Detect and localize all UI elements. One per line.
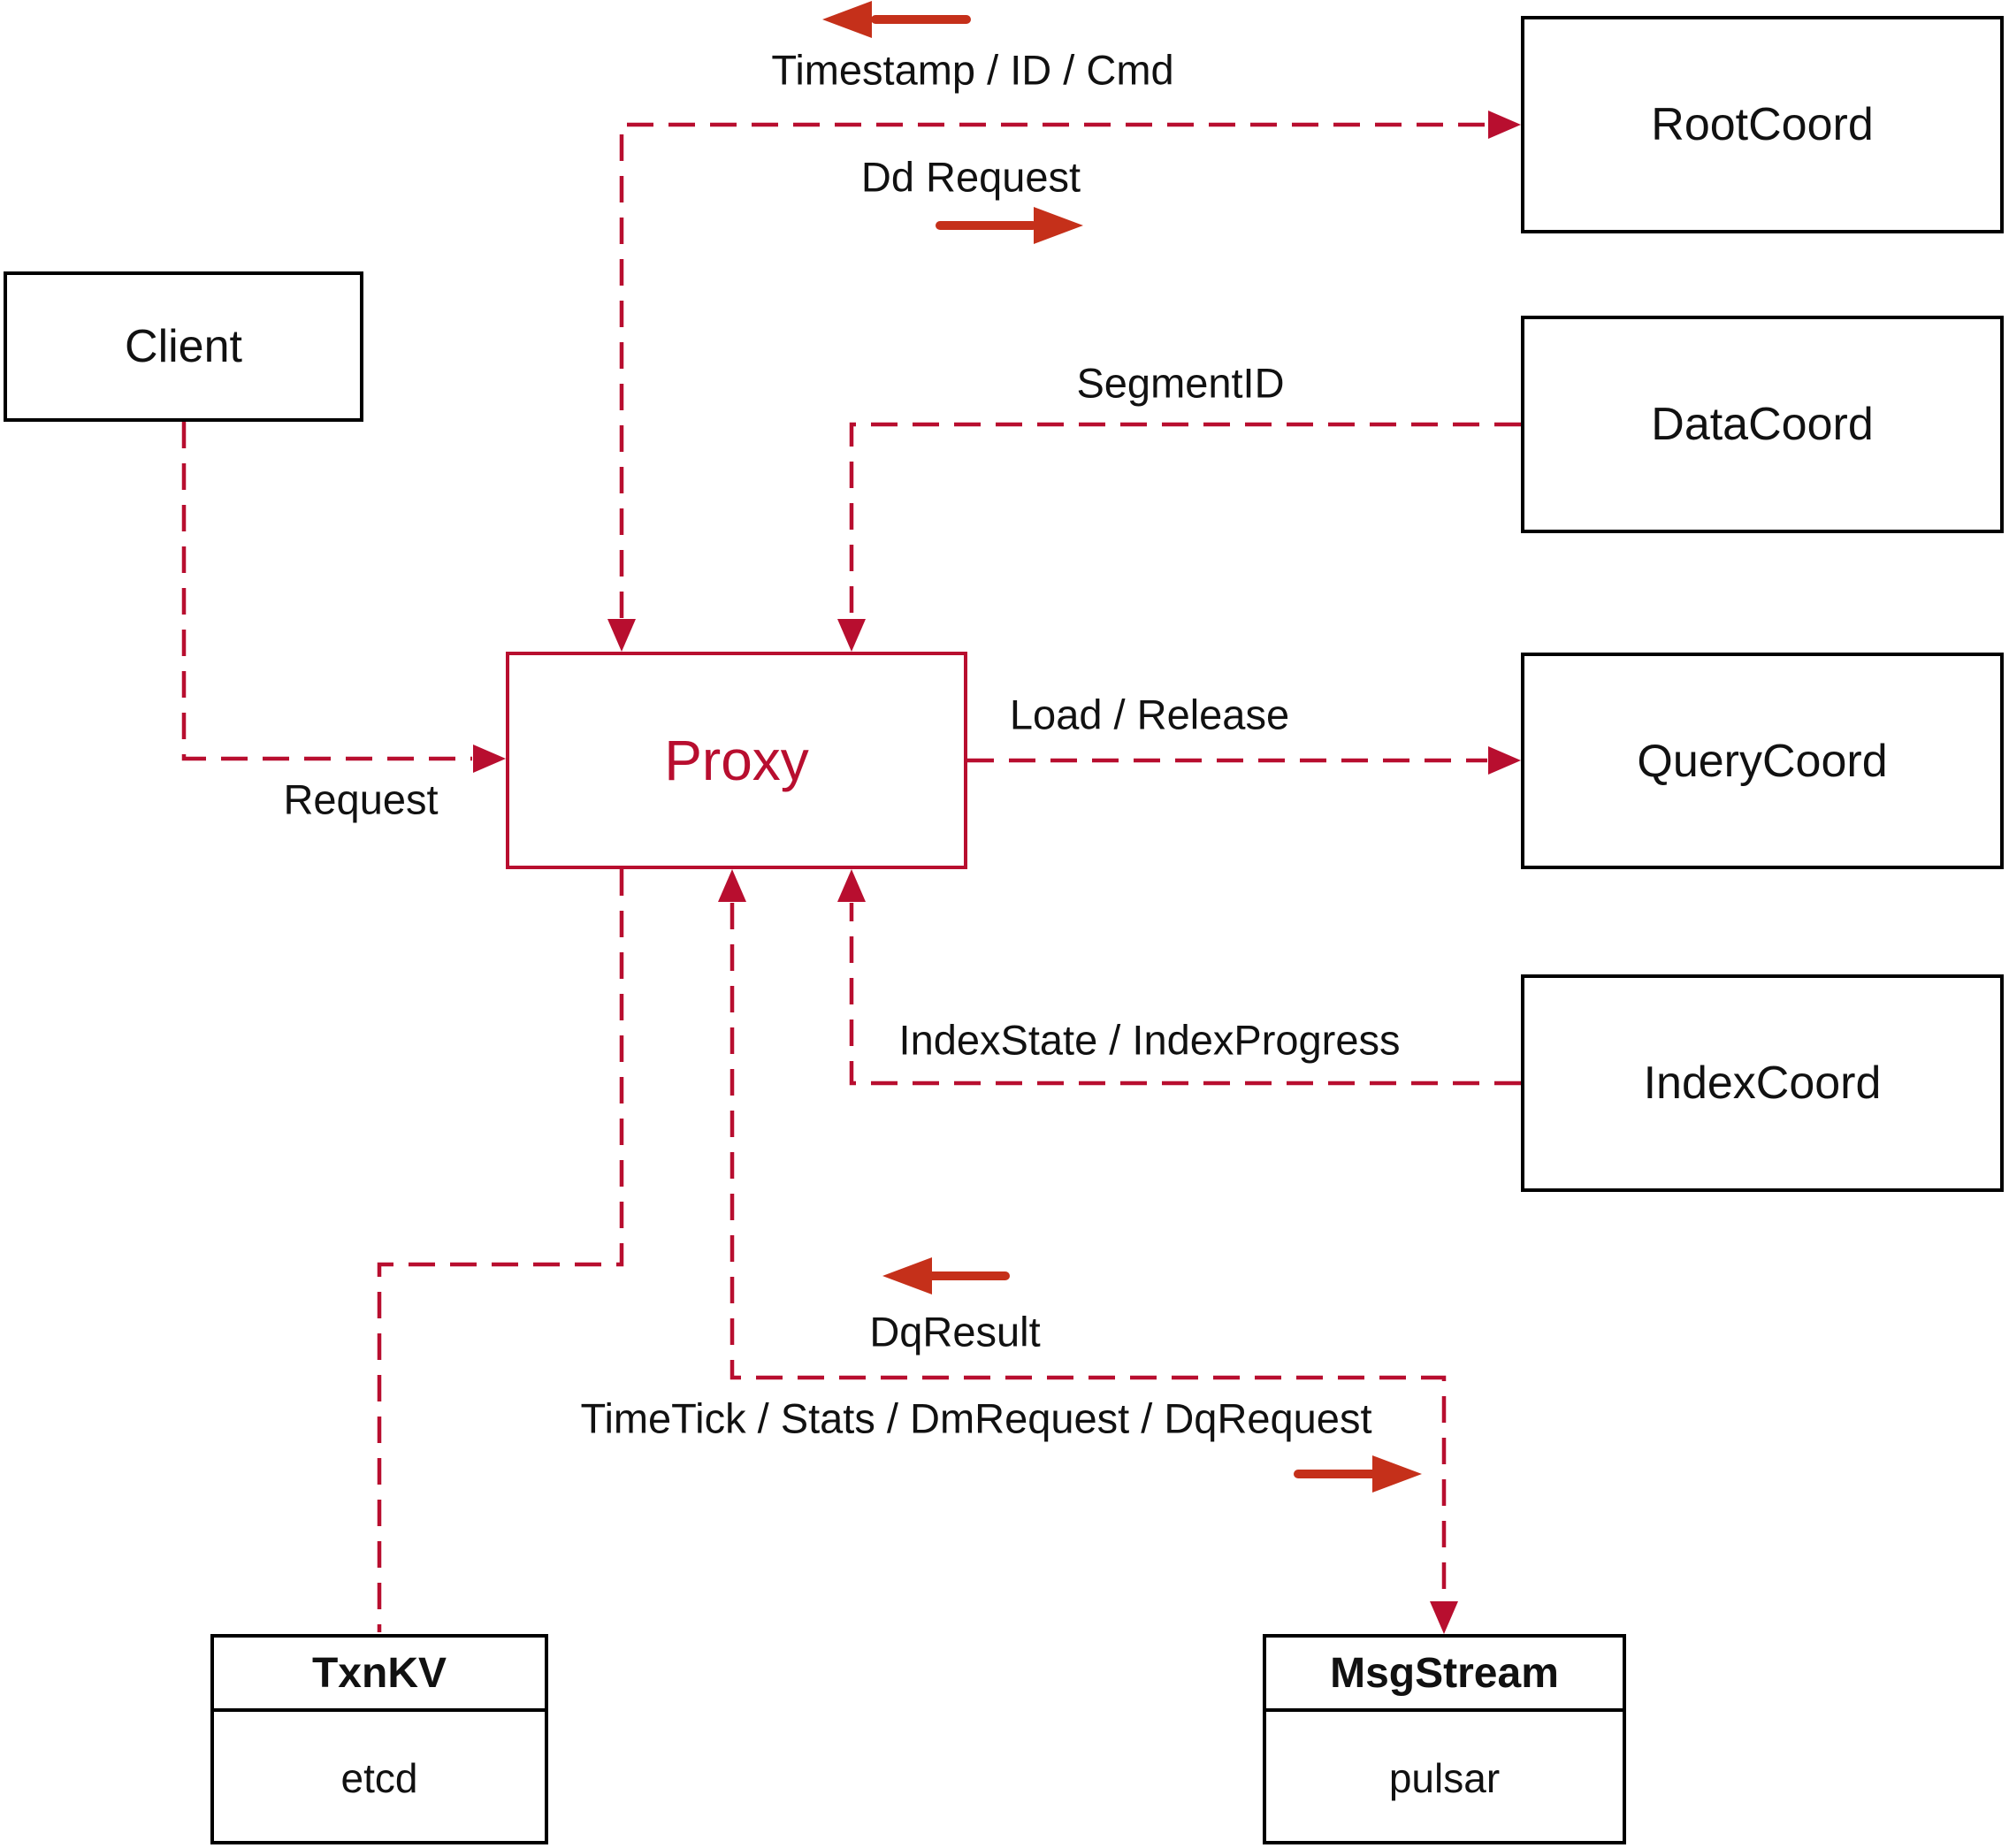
- edge-label-segment-id: SegmentID: [1076, 359, 1285, 407]
- msgstream-direction-arrow: [1294, 1455, 1422, 1493]
- proxy-txnkv-connector: [377, 869, 624, 1632]
- txnkv-node: TxnKV etcd: [210, 1634, 548, 1844]
- arrowhead-right-into-proxy: [473, 745, 506, 773]
- arrowhead-up-into-proxy-left: [718, 869, 746, 902]
- msgstream-node: MsgStream pulsar: [1263, 1634, 1626, 1844]
- arrowhead-down-into-msgstream: [1430, 1601, 1458, 1634]
- edge-label-timetick-stats: TimeTick / Stats / DmRequest / DqRequest: [580, 1394, 1372, 1442]
- querycoord-label: QueryCoord: [1637, 735, 1888, 787]
- arrowhead-down-into-proxy-left: [607, 619, 636, 652]
- proxy-label: Proxy: [664, 729, 809, 792]
- querycoord-node: QueryCoord: [1521, 653, 2004, 869]
- request-direction-arrow-top: [936, 207, 1083, 244]
- msgstream-title: MsgStream: [1266, 1638, 1623, 1712]
- response-direction-arrow-top: [822, 1, 971, 38]
- rootcoord-node: RootCoord: [1521, 16, 2004, 233]
- rootcoord-label: RootCoord: [1651, 99, 1874, 150]
- client-node: Client: [4, 271, 363, 422]
- arrowhead-right-into-rootcoord: [1488, 111, 1521, 139]
- txnkv-title: TxnKV: [214, 1638, 545, 1712]
- edge-label-dq-result: DqResult: [869, 1308, 1041, 1355]
- txnkv-subtitle: etcd: [340, 1755, 418, 1801]
- arrowhead-down-into-proxy-right: [837, 619, 866, 652]
- proxy-node: Proxy: [506, 652, 967, 869]
- client-to-proxy-connector: [181, 422, 472, 761]
- arrowhead-up-into-proxy-right: [837, 869, 866, 902]
- edge-label-load-release: Load / Release: [1009, 691, 1290, 738]
- indexcoord-label: IndexCoord: [1643, 1058, 1882, 1109]
- client-label: Client: [125, 321, 242, 372]
- msgstream-subtitle: pulsar: [1388, 1755, 1501, 1801]
- datacoord-label: DataCoord: [1651, 399, 1874, 450]
- datacoord-node: DataCoord: [1521, 316, 2004, 533]
- edge-label-timestamp-id-cmd: Timestamp / ID / Cmd: [771, 46, 1174, 94]
- dqresult-direction-arrow: [882, 1257, 1010, 1294]
- indexcoord-node: IndexCoord: [1521, 974, 2004, 1192]
- datacoord-to-proxy-connector: [849, 422, 1521, 618]
- edge-label-request: Request: [283, 775, 439, 823]
- edge-label-dd-request: Dd Request: [860, 153, 1081, 201]
- edge-label-index-state-progress: IndexState / IndexProgress: [898, 1016, 1401, 1064]
- proxy-msgstream-connector: [730, 903, 1447, 1600]
- indexcoord-to-proxy-connector: [849, 903, 1521, 1086]
- arrowhead-right-into-querycoord: [1488, 746, 1521, 775]
